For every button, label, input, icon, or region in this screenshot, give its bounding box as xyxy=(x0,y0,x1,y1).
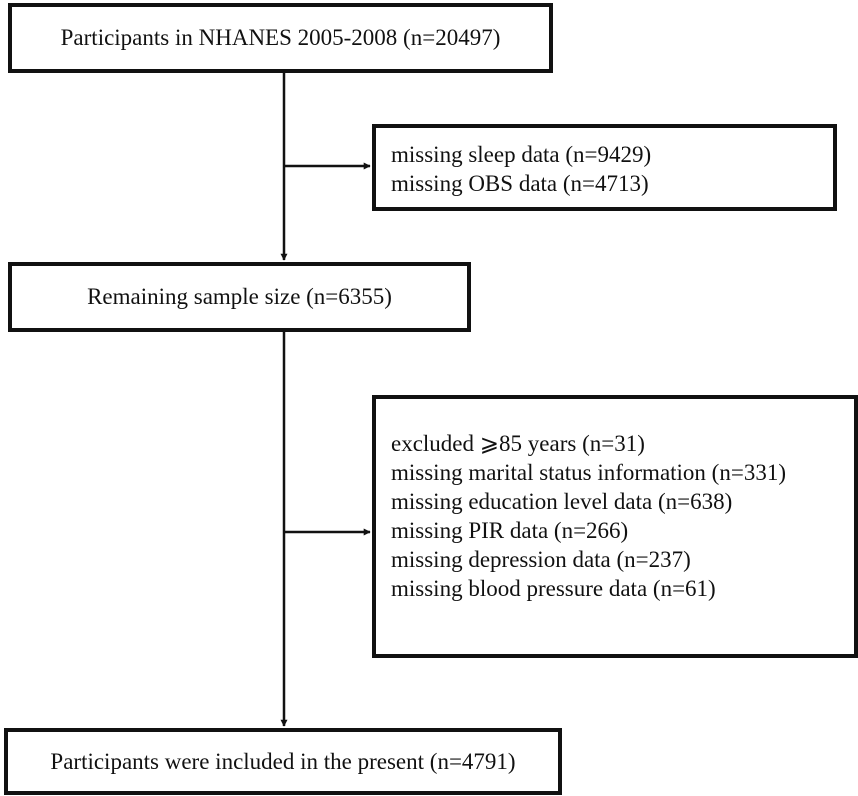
final-sample-label: Participants were included in the presen… xyxy=(50,748,516,774)
exclusion-box-2: excluded ⩾85 years (n=31) missing marita… xyxy=(372,395,858,658)
exclusion-item: missing OBS data (n=4713) xyxy=(391,171,649,196)
exclusion-item: missing blood pressure data (n=61) xyxy=(391,576,716,601)
start-box-label: Participants in NHANES 2005-2008 (n=2049… xyxy=(60,25,501,50)
remaining-sample-label: Remaining sample size (n=6355) xyxy=(87,284,392,309)
exclusion-box-1: missing sleep data (n=9429) missing OBS … xyxy=(372,124,837,211)
exclusion-item: missing sleep data (n=9429) xyxy=(391,142,652,167)
start-box: Participants in NHANES 2005-2008 (n=2049… xyxy=(8,3,553,73)
exclusion-item: excluded ⩾85 years (n=31) xyxy=(391,431,645,456)
final-sample-box: Participants were included in the presen… xyxy=(4,728,562,795)
exclusion-item: missing PIR data (n=266) xyxy=(391,518,629,543)
exclusion-item: missing marital status information (n=33… xyxy=(391,460,786,485)
exclusion-item: missing depression data (n=237) xyxy=(391,547,691,572)
exclusion-item: missing education level data (n=638) xyxy=(391,489,733,514)
remaining-sample-box: Remaining sample size (n=6355) xyxy=(8,262,471,332)
